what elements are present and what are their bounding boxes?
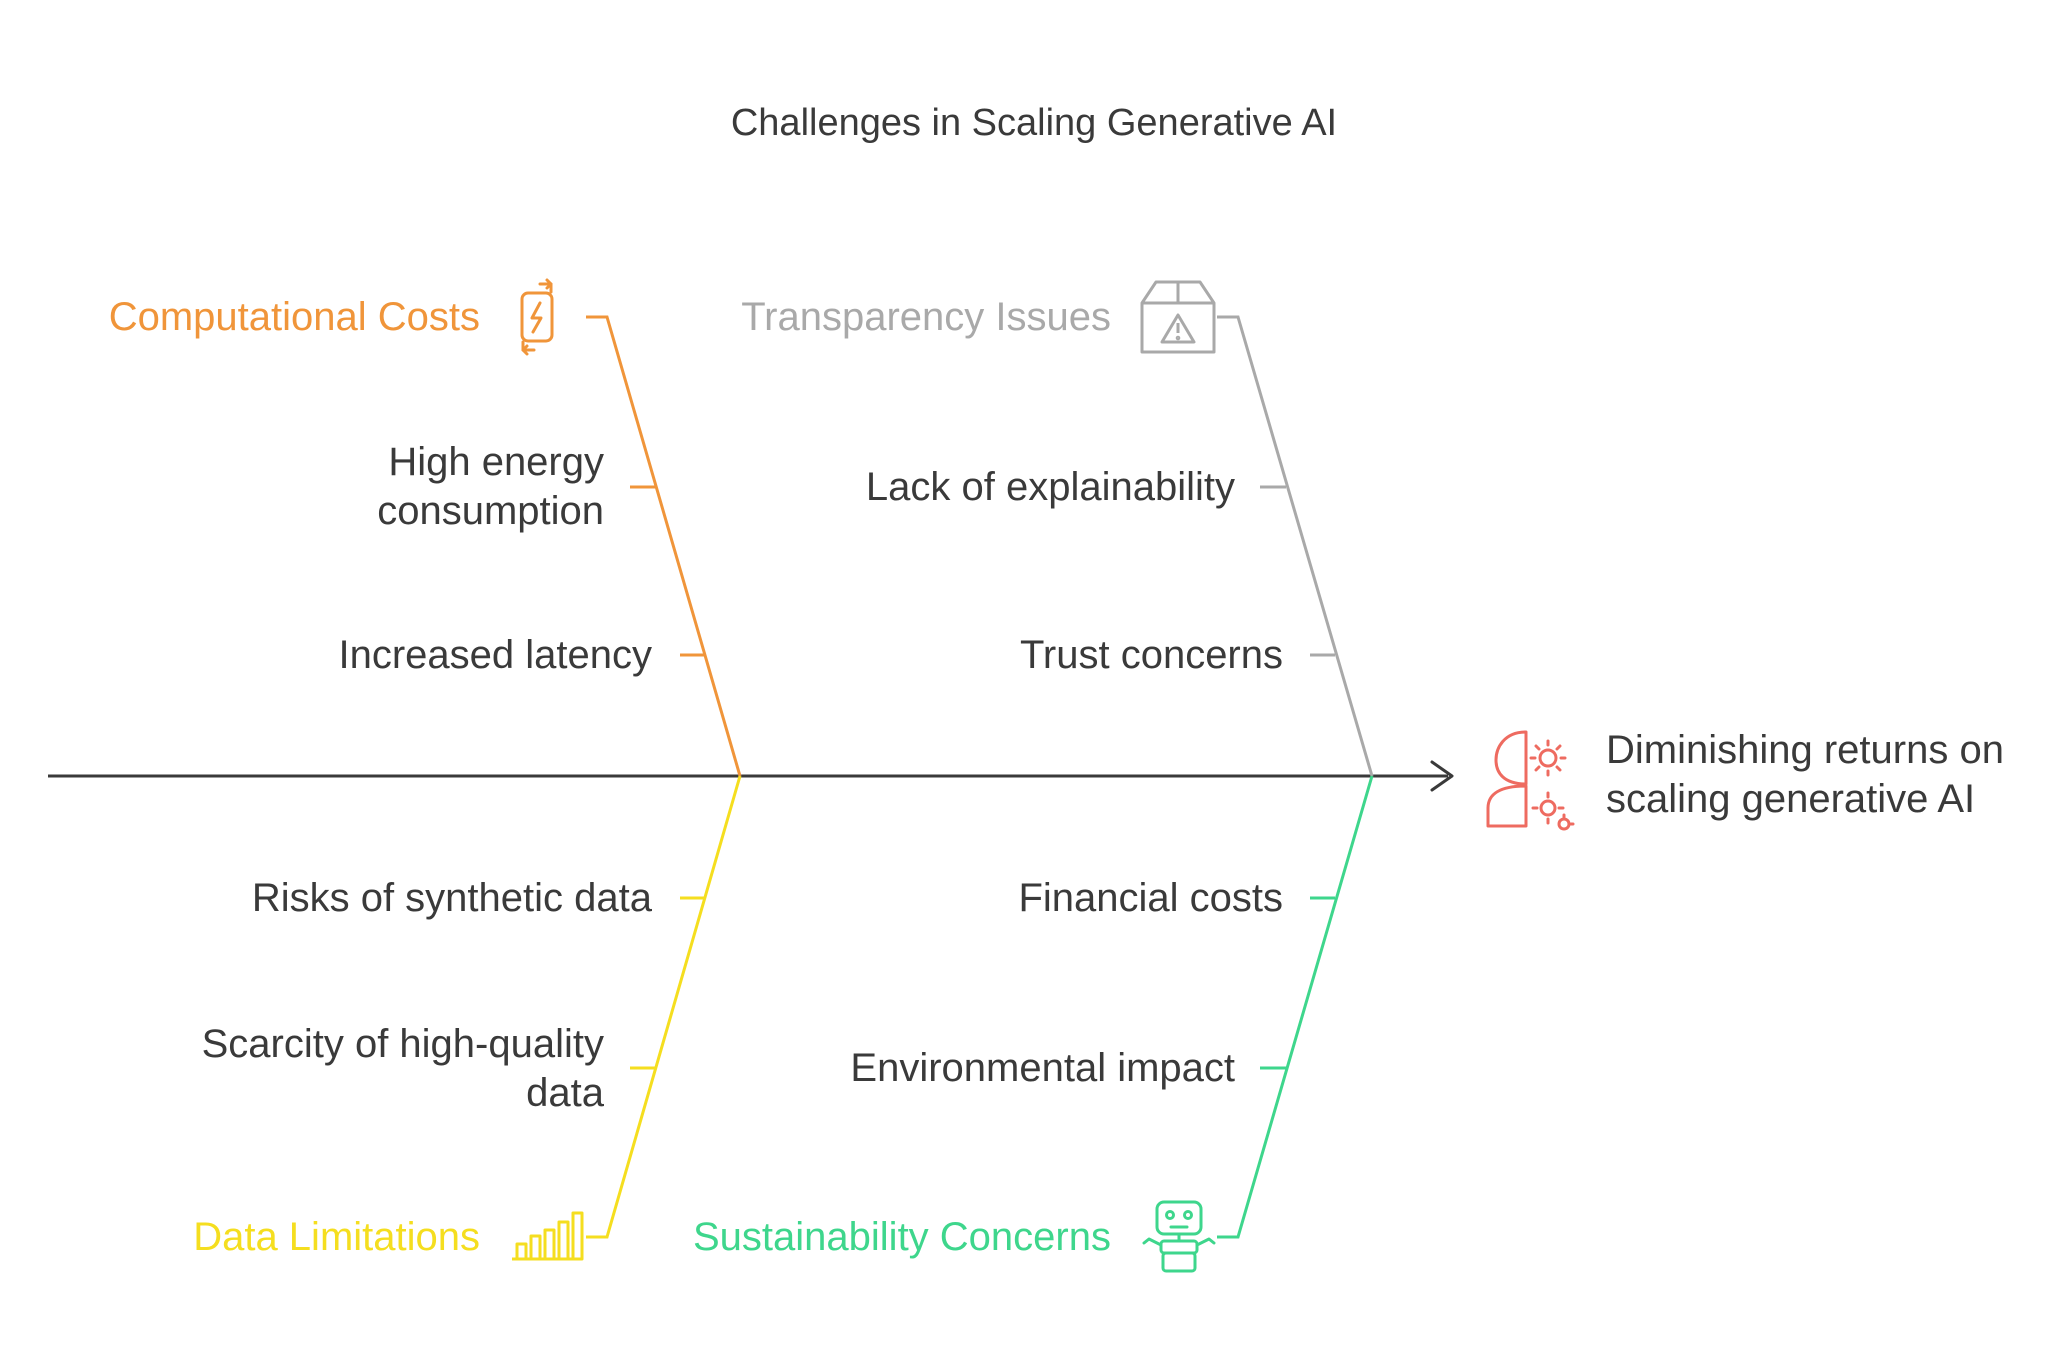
- spine-arrowhead: [1430, 760, 1454, 792]
- cause-high-energy-consumption: High energy consumption: [377, 438, 604, 536]
- category-sustainability-concerns: Sustainability Concerns: [693, 1215, 1111, 1259]
- bone-computational: [586, 315, 742, 777]
- head-gears-icon: [1486, 730, 1575, 831]
- category-data-limitations: Data Limitations: [193, 1215, 480, 1259]
- cause-lack-of-explainability: Lack of explainability: [865, 465, 1235, 509]
- effect-label-line2: scaling generative AI: [1606, 777, 1976, 821]
- bone-sustainability: [1217, 775, 1374, 1239]
- battery-cycle-icon: [520, 278, 554, 356]
- robot-icon: [1142, 1200, 1216, 1273]
- diagram-title: Challenges in Scaling Generative AI: [730, 102, 1338, 144]
- cause-line: Scarcity of high-quality: [201, 1022, 604, 1066]
- category-computational-costs: Computational Costs: [108, 295, 480, 339]
- cause-line: High energy: [388, 440, 604, 484]
- effect-label: Diminishing returns on scaling generativ…: [1606, 726, 2004, 824]
- effect-label-line1: Diminishing returns on: [1606, 728, 2004, 772]
- cause-line: data: [526, 1071, 604, 1115]
- cause-risks-of-synthetic-data: Risks of synthetic data: [251, 876, 652, 920]
- cause-financial-costs: Financial costs: [1018, 876, 1283, 920]
- cause-line: consumption: [377, 489, 604, 533]
- bone-transparency: [1217, 315, 1374, 777]
- cause-scarcity-of-high-quality-data: Scarcity of high-quality data: [202, 1020, 604, 1118]
- bar-chart-icon: [512, 1211, 584, 1261]
- warning-box-icon: [1140, 280, 1216, 354]
- category-transparency-issues: Transparency Issues: [741, 295, 1111, 339]
- cause-increased-latency: Increased latency: [338, 633, 652, 677]
- bone-data: [586, 775, 742, 1239]
- cause-environmental-impact: Environmental impact: [850, 1046, 1235, 1090]
- cause-trust-concerns: Trust concerns: [1019, 633, 1283, 677]
